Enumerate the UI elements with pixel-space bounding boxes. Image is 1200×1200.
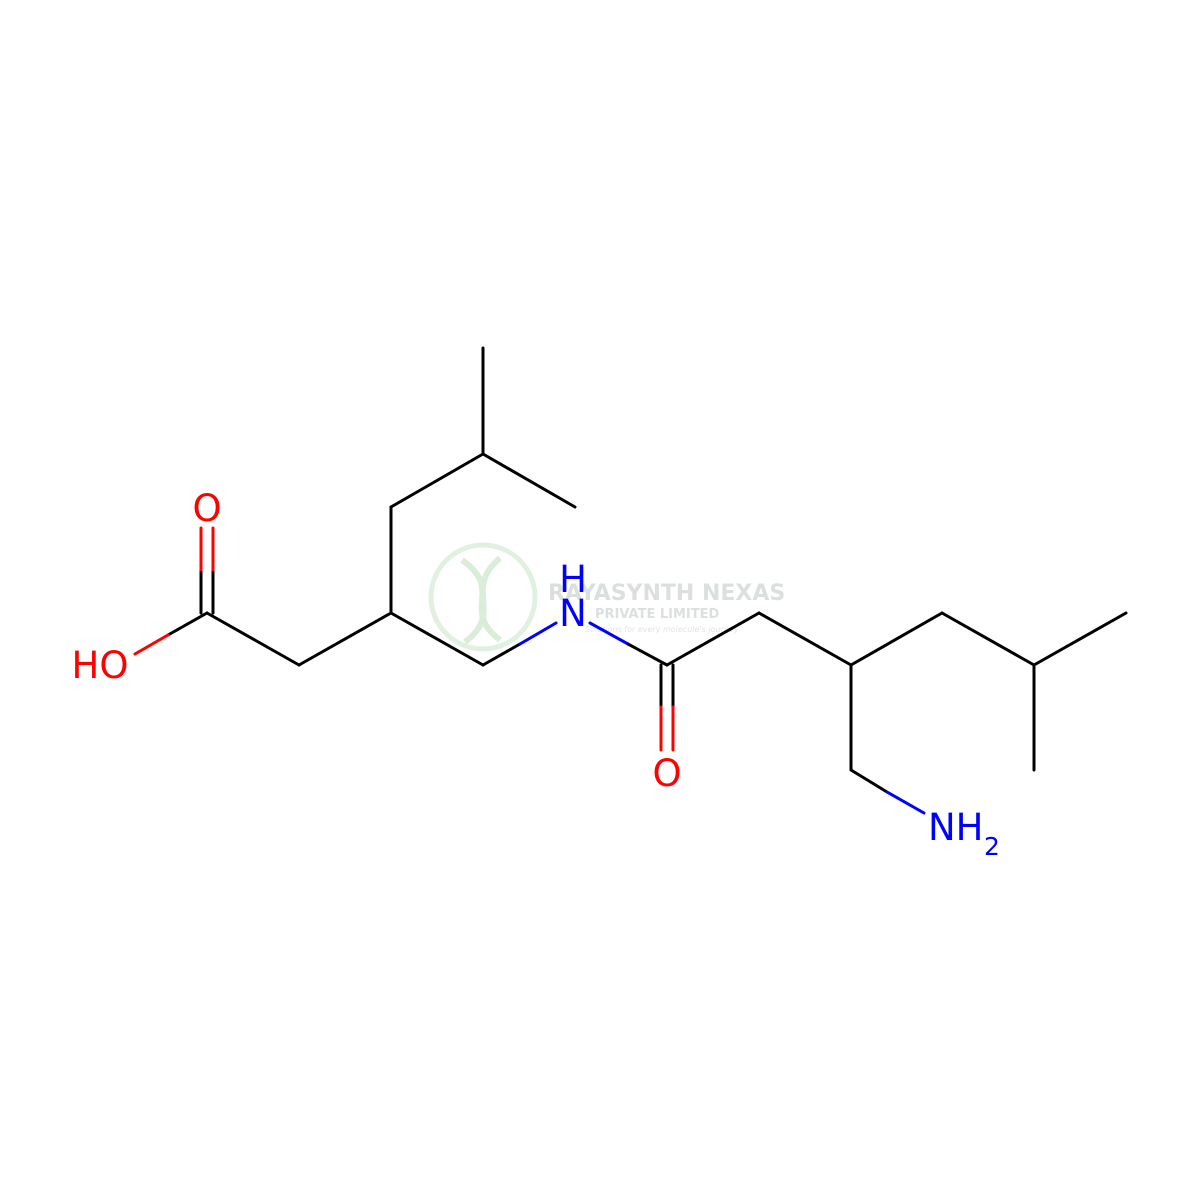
bond-chain-1: [205, 611, 301, 667]
atom-labels: O HO H N O NH 2: [72, 487, 1000, 861]
watermark-tagline: Solutions for every molecule's journey: [585, 625, 739, 634]
bond-aminomethyl-2-blue: [885, 790, 926, 815]
bond-c-oh: [166, 611, 209, 637]
bond-isobutyl-4: [481, 452, 577, 509]
bond-chain-4: [481, 642, 522, 667]
bond-chain-6: [757, 611, 853, 667]
bond-chain-7: [849, 611, 944, 667]
bond-aminomethyl-2: [849, 768, 889, 794]
atom-amide-nitrogen: N: [559, 592, 587, 635]
bond-chain-3: [389, 611, 485, 667]
watermark-dna-icon: [460, 555, 502, 645]
watermark-line2: PRIVATE LIMITED: [595, 607, 720, 622]
bond-n-c-blue: [588, 621, 630, 646]
bond-chain-2: [297, 611, 393, 667]
atom-amide-hydrogen: H: [559, 558, 587, 601]
bond-n-c: [626, 642, 669, 667]
bond-chain-5: [665, 611, 761, 667]
watermark-logo-icon: [428, 542, 538, 652]
watermark-company: RAYASYNTH NEXAS: [548, 581, 785, 606]
watermark: RAYASYNTH NEXAS PRIVATE LIMITED Solution…: [428, 542, 785, 652]
bond-chain-8: [940, 611, 1036, 667]
atom-amide-oxygen: O: [652, 752, 681, 795]
bonds: [133, 346, 1128, 815]
bond-chain-4-blue: [518, 621, 558, 646]
atom-carbonyl-oxygen: O: [192, 487, 221, 530]
bond-c-oh-red: [133, 633, 170, 656]
atom-hydroxyl: HO: [72, 644, 129, 687]
bond-chain-9: [1032, 611, 1128, 667]
bond-isobutyl-2: [389, 452, 485, 509]
atom-amine-subscript: 2: [984, 832, 1000, 861]
atom-amine-nitrogen: NH: [928, 806, 984, 849]
